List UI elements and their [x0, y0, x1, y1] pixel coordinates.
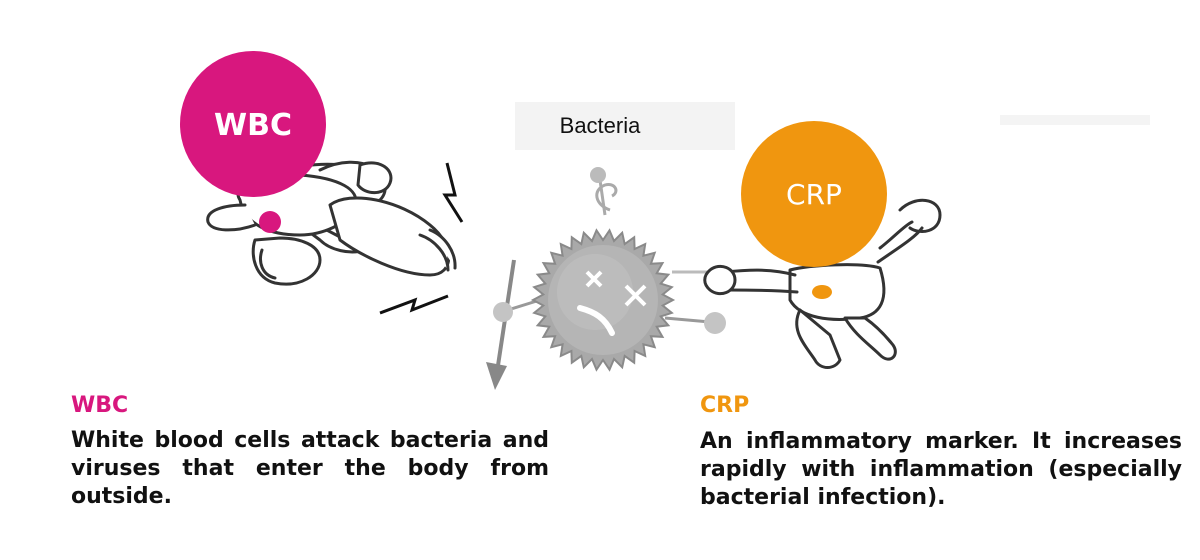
bacteria-label: Bacteria — [560, 113, 641, 138]
bacteria-icon — [493, 167, 726, 372]
background-smudge — [1000, 115, 1150, 125]
arrow-down-icon — [486, 259, 516, 390]
wbc-badge-label: WBC — [214, 108, 292, 143]
bacteria-label-bg — [515, 102, 735, 150]
crp-badge-label: CRP — [786, 178, 842, 211]
crp-badge-circle — [741, 121, 887, 267]
lightning-bolt-icon — [379, 294, 449, 315]
wbc-badge-circle — [180, 51, 326, 197]
wbc-heart-dot — [259, 211, 281, 233]
crp-heart-dot — [812, 285, 832, 299]
crp-title: CRP — [700, 393, 750, 418]
lightning-bolt-icon — [442, 162, 464, 223]
wbc-title: WBC — [71, 393, 129, 418]
wbc-description: White blood cells attack bacteria and vi… — [71, 428, 549, 509]
crp-character-icon — [703, 199, 942, 369]
crp-description: An inflammatory marker. It increases rap… — [700, 429, 1182, 510]
